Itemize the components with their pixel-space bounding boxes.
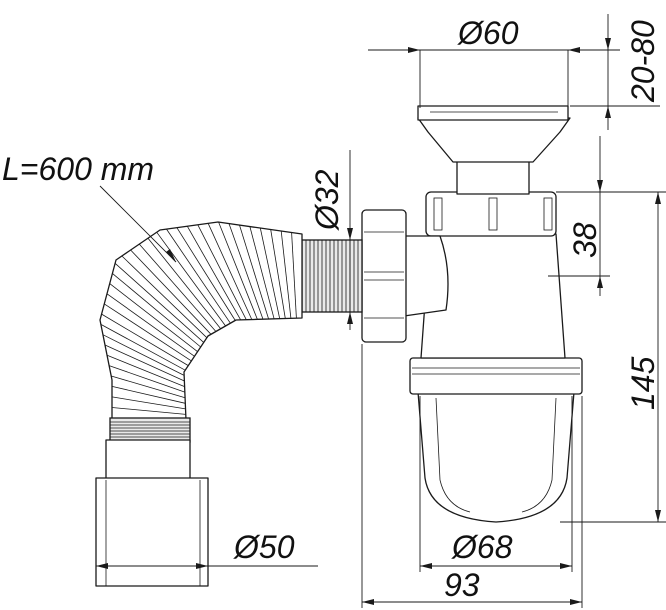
union-nut — [425, 191, 557, 237]
drawing-stroke — [270, 229, 286, 319]
drawing-stroke — [112, 273, 201, 348]
drawing-stroke — [259, 227, 281, 319]
drawing-stroke — [186, 226, 242, 321]
drawing-stroke — [111, 375, 186, 399]
outlet-spigot — [301, 239, 363, 313]
drawing-stroke — [218, 221, 258, 320]
drawing-stroke — [291, 232, 297, 319]
drawing-stroke — [108, 365, 185, 393]
drawing-stroke — [249, 226, 275, 319]
top-height-label: 20-80 — [625, 20, 661, 103]
body-height-label: 145 — [625, 356, 661, 410]
drawing-stroke — [106, 354, 185, 387]
nut-height-label: 38 — [567, 222, 603, 258]
drawing-stroke — [121, 255, 208, 338]
hose-length-label: L=600 mm — [2, 151, 154, 187]
total-width-label: 93 — [444, 567, 480, 603]
drawing-stroke — [104, 303, 192, 362]
drawing-stroke — [138, 243, 217, 332]
outlet-diameter-label: Ø32 — [309, 169, 345, 231]
drawing-stroke — [109, 283, 198, 353]
drawing-stroke — [176, 227, 236, 321]
drawing-stroke — [104, 344, 185, 382]
side-outlet-arm — [403, 235, 449, 317]
drawing-stroke — [166, 228, 231, 324]
drawing-stroke — [100, 324, 186, 371]
drawing-stroke — [207, 223, 253, 320]
drawing-stroke — [111, 407, 186, 415]
drawing-stroke — [101, 313, 189, 366]
drawing-stroke — [156, 231, 226, 327]
drawing-stroke — [228, 223, 264, 320]
drawing-stroke — [147, 237, 222, 329]
drawing-stroke — [111, 386, 186, 404]
drawing-stroke — [239, 224, 269, 320]
cup-diameter-label: Ø68 — [451, 529, 513, 565]
trap-neck — [456, 159, 530, 195]
drawing-stroke — [130, 249, 212, 335]
drawing-stroke — [280, 230, 292, 319]
drawing-stroke — [102, 334, 185, 376]
trap-rim — [409, 357, 583, 395]
top-diameter-label: Ø60 — [457, 15, 519, 51]
drawing-stroke — [111, 396, 186, 410]
pipe-diameter-label: Ø50 — [233, 529, 295, 565]
outlet-nut — [361, 209, 407, 343]
drain-pipe-adapter — [95, 439, 209, 587]
drawing-stroke — [197, 224, 247, 320]
flexible-hose — [99, 221, 303, 443]
dimensions — [96, 14, 666, 608]
bottle-trap-body — [361, 105, 583, 523]
drawing-stroke — [114, 263, 204, 343]
drawing-stroke — [106, 293, 195, 357]
trap-cup — [417, 391, 575, 523]
drain-flange — [417, 117, 571, 163]
